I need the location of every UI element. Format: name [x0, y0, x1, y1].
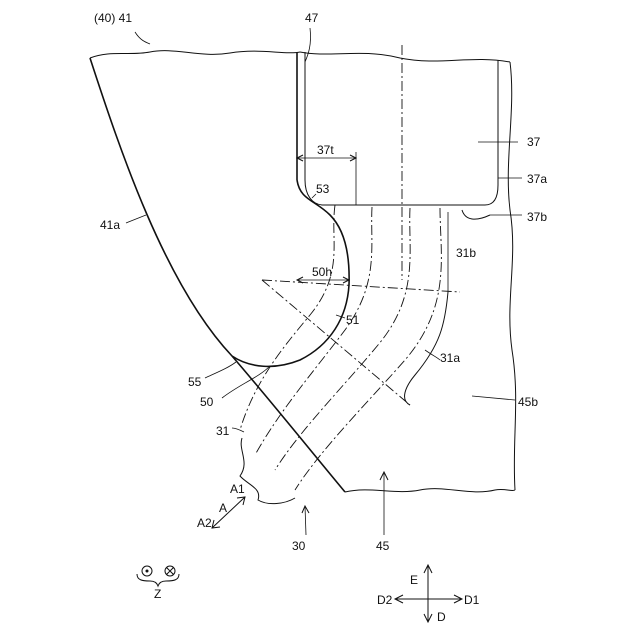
label-d: D [437, 610, 446, 624]
member-31a-right-edge [405, 292, 448, 405]
member-41-top-wavy-edge [90, 51, 300, 58]
leader-41 [135, 32, 150, 44]
leader-31 [232, 428, 244, 432]
direction-a-arrow [212, 497, 245, 528]
leader-55 [205, 362, 236, 378]
label-41a: 41a [100, 218, 120, 232]
leader-41a [126, 215, 146, 223]
member-41-top-right-wavy-edge [300, 52, 510, 62]
member-45-right-wavy-edge [508, 62, 515, 490]
label-d1: D1 [464, 593, 480, 607]
label-53: 53 [316, 182, 330, 196]
label-31b: 31b [456, 246, 476, 260]
label-30: 30 [292, 539, 306, 553]
label-50h: 50h [312, 265, 332, 279]
label-47: 47 [305, 11, 319, 25]
guide-31-line-1 [240, 205, 335, 430]
label-a2: A2 [197, 516, 212, 530]
label-37b: 37b [527, 210, 547, 224]
label-a: A [219, 501, 227, 515]
label-51: 51 [346, 313, 360, 327]
label-37a: 37a [527, 172, 547, 186]
leader-47 [305, 28, 311, 62]
member-41a-curved-edge [90, 58, 232, 356]
label-37: 37 [527, 135, 541, 149]
centerline-horizontal [262, 280, 460, 292]
component-37-outline [305, 52, 498, 205]
z-out-dot [146, 570, 149, 573]
member-45-bottom-wavy-edge [345, 489, 515, 492]
label-55: 55 [188, 375, 202, 389]
z-brace [137, 574, 179, 586]
leader-45b [472, 396, 515, 400]
label-31a: 31a [440, 351, 460, 365]
label-d2: D2 [377, 593, 393, 607]
label-50: 50 [200, 395, 214, 409]
member-45-left-edge [232, 356, 345, 492]
label-45b: 45b [518, 395, 538, 409]
component-37b-notch [462, 210, 490, 219]
label-45: 45 [376, 539, 390, 553]
label-37t: 37t [317, 143, 334, 157]
label-31: 31 [216, 424, 230, 438]
label-40-41: (40) 41 [94, 11, 132, 25]
member-31-wavy-end [240, 438, 295, 504]
label-a1: A1 [230, 482, 245, 496]
label-z: Z [154, 587, 161, 601]
label-e: E [410, 573, 418, 587]
guide-31-line-2 [255, 207, 372, 455]
leader-30 [305, 506, 306, 535]
z-in-cross [167, 568, 174, 575]
